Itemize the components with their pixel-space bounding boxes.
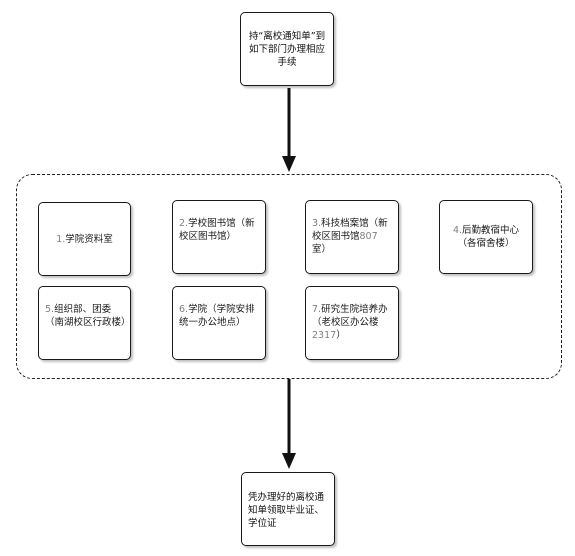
- department-number: 1.: [56, 233, 66, 245]
- department-number: 5.: [45, 304, 55, 315]
- department-box-1: 1.学院资料室: [38, 202, 131, 276]
- final-step-text: 凭办理好的离校通知单领取毕业证、学位证: [248, 492, 325, 529]
- arrowhead-top: [282, 156, 296, 172]
- department-name: 研究生院培养办（老校区办公楼: [312, 304, 388, 328]
- department-name-suffix: 室）: [312, 244, 332, 255]
- department-box-3: 3.科技档案馆（新校区图书馆807 室）: [305, 200, 399, 274]
- start-instruction-box: 持“离校通知单”到如下部门办理相应手续: [240, 12, 334, 86]
- department-name: 学院资料室: [65, 233, 113, 245]
- final-step-box: 凭办理好的离校通知单领取毕业证、学位证: [241, 472, 335, 546]
- department-number: 6.: [179, 304, 189, 315]
- department-box-5: 5.组织部、团委（南湖校区行政楼）: [38, 286, 131, 360]
- department-name: 学校图书馆（新校区图书馆）: [179, 218, 255, 242]
- department-name: 学院（学院安排统一办公地点）: [179, 304, 255, 328]
- department-room-number: 807: [359, 231, 378, 242]
- department-name-suffix: ）: [336, 330, 346, 341]
- department-box-6: 6.学院（学院安排统一办公地点）: [172, 286, 266, 360]
- department-name: 后勤教宿中心（各宿舍楼）: [457, 225, 520, 249]
- department-number: 7.: [312, 304, 322, 315]
- department-number: 4.: [452, 225, 463, 236]
- start-instruction-text: 持“离校通知单”到如下部门办理相应手续: [248, 30, 326, 68]
- departments-group: [16, 174, 562, 379]
- department-box-2: 2.学校图书馆（新校区图书馆）: [172, 200, 266, 274]
- department-box-7: 7.研究生院培养办（老校区办公楼 2317）: [305, 286, 399, 360]
- department-number: 3.: [312, 218, 322, 229]
- arrowhead-bottom: [282, 453, 296, 469]
- department-number: 2.: [179, 218, 189, 229]
- department-name: 科技档案馆（新校区图书馆: [312, 218, 388, 242]
- department-room-number: 2317: [312, 330, 337, 341]
- department-box-4: 4.后勤教宿中心（各宿舍楼）: [439, 200, 533, 274]
- department-name: 组织部、团委（南湖校区行政楼）: [45, 304, 131, 328]
